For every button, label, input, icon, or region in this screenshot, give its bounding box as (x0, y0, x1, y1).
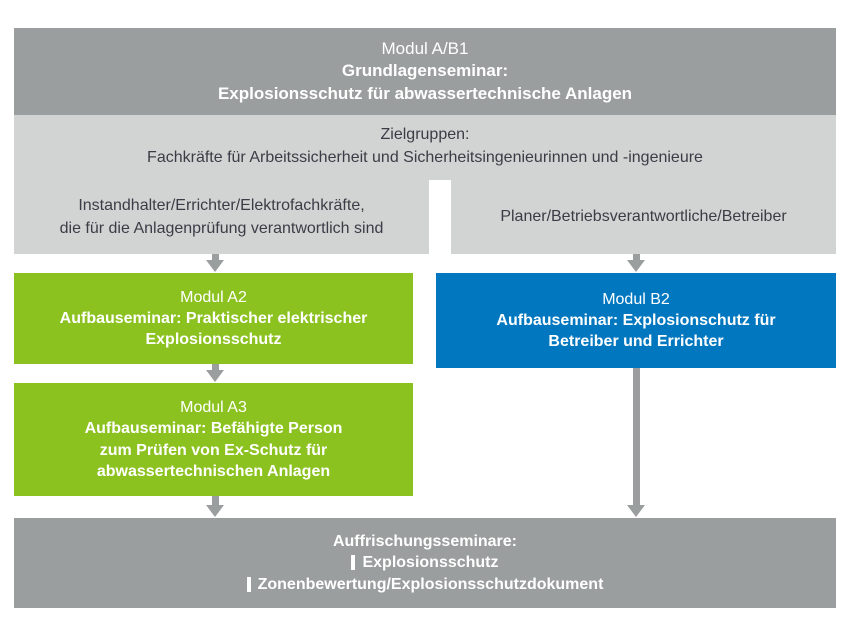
bullet-bar-icon (351, 555, 356, 571)
auffrischungsseminare-item-label: Explosionsschutz (362, 554, 499, 572)
modul-ab1-title: Modul A/B1 (381, 38, 469, 58)
arrow-b2-to-auffrischung (627, 368, 645, 517)
zielgruppen-shared-text: Fachkräfte für Arbeitssicherheit und Sic… (147, 149, 703, 166)
modul-a2-line1: Aufbauseminar: Praktischer elektrischer (59, 309, 368, 327)
modul-b2-box: Modul B2 Aufbauseminar: Explosionschutz … (436, 273, 836, 368)
auffrischungsseminare-item: Zonenbewertung/Explosionsschutzdokument (246, 574, 604, 595)
modul-ab1-description: Explosionsschutz für abwassertechnische … (217, 83, 633, 103)
auffrischungsseminare-item-label: Zonenbewertung/Explosionsschutzdokument (257, 575, 604, 593)
modul-a3-box: Modul A3 Aufbauseminar: Befähigte Person… (14, 383, 413, 496)
modul-a3-title: Modul A3 (180, 399, 247, 417)
zielgruppen-right-line1: Planer/Betriebsverantwortliche/Betreiber (500, 208, 787, 226)
modul-a2-title: Modul A2 (180, 288, 247, 306)
modul-ab1-subtitle: Grundlagenseminar: (341, 61, 509, 81)
bullet-bar-icon (246, 576, 251, 592)
arrow-zielgruppen-right-to-b2 (627, 254, 645, 272)
zielgruppen-left-line1: Instandhalter/Errichter/Elektrofachkräft… (78, 196, 365, 214)
modul-a2-box: Modul A2 Aufbauseminar: Praktischer elek… (14, 273, 413, 364)
modul-a3-line1: Aufbauseminar: Befähigte Person (84, 420, 343, 438)
modul-a2-line2: Explosionsschutz (145, 331, 282, 349)
zielgruppen-title: Zielgruppen: (380, 125, 470, 143)
zielgruppen-band: Zielgruppen: Fachkräfte für Arbeitssiche… (14, 115, 836, 254)
modul-ab1-box: Modul A/B1 Grundlagenseminar: Explosions… (14, 28, 836, 115)
modul-a3-line2: zum Prüfen von Ex-Schutz für (99, 441, 328, 459)
auffrischungsseminare-box: Auffrischungsseminare: Explosionsschutz … (14, 518, 836, 608)
arrow-a2-to-a3 (206, 364, 224, 382)
modul-b2-line2: Betreiber und Errichter (548, 333, 724, 351)
modul-b2-title: Modul B2 (602, 290, 670, 308)
modul-b2-line1: Aufbauseminar: Explosionschutz für (496, 311, 776, 329)
auffrischungsseminare-title: Auffrischungsseminare: (332, 533, 518, 551)
zielgruppen-separator (429, 180, 451, 254)
zielgruppen-header: Zielgruppen: Fachkräfte für Arbeitssiche… (14, 115, 836, 177)
zielgruppen-left: Instandhalter/Errichter/Elektrofachkräft… (14, 180, 429, 254)
zielgruppen-right: Planer/Betriebsverantwortliche/Betreiber (451, 180, 836, 254)
modul-a3-line3: abwassertechnischen Anlagen (96, 462, 331, 480)
zielgruppen-left-line2: die für die Anlagenprüfung verantwortlic… (59, 220, 384, 237)
auffrischungsseminare-item: Explosionsschutz (351, 552, 499, 573)
arrow-zielgruppen-left-to-a2 (206, 254, 224, 272)
arrow-a3-to-auffrischung (206, 496, 224, 517)
